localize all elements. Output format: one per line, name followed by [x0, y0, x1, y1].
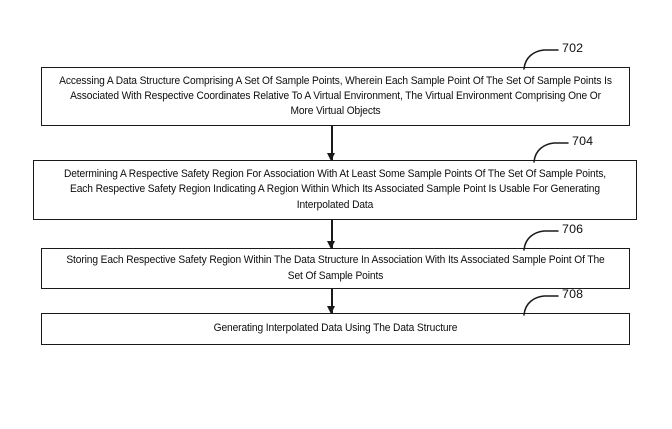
connector-shaft — [331, 289, 333, 313]
leader-line-icon — [533, 142, 569, 163]
leader-line-icon — [523, 230, 559, 251]
reference-number-706: 706 — [562, 222, 584, 236]
process-step-box-702: Accessing A Data Structure Comprising A … — [41, 67, 630, 126]
process-step-text-702: Accessing A Data Structure Comprising A … — [59, 74, 612, 118]
arrowhead-icon — [327, 152, 336, 161]
leader-line-icon — [523, 49, 559, 70]
process-step-box-708: Generating Interpolated Data Using The D… — [41, 313, 630, 345]
process-step-box-704: Determining A Respective Safety Region F… — [33, 160, 637, 220]
process-step-text-704: Determining A Respective Safety Region F… — [63, 168, 607, 211]
reference-callout-704: 704 — [516, 134, 648, 168]
reference-callout-706: 706 — [506, 222, 638, 256]
leader-line-icon — [523, 295, 559, 316]
reference-callout-702: 702 — [506, 41, 638, 75]
process-step-text-706: Storing Each Respective Safety Region Wi… — [66, 254, 605, 282]
reference-number-704: 704 — [572, 134, 594, 148]
arrowhead-icon — [327, 305, 336, 314]
reference-number-702: 702 — [562, 41, 584, 55]
process-step-box-706: Storing Each Respective Safety Region Wi… — [41, 248, 630, 289]
connector-shaft — [331, 126, 333, 160]
arrowhead-icon — [327, 240, 336, 249]
process-step-text-708: Generating Interpolated Data Using The D… — [213, 322, 458, 335]
reference-callout-708: 708 — [506, 287, 638, 321]
reference-number-708: 708 — [562, 287, 584, 301]
connector-shaft — [331, 220, 333, 248]
